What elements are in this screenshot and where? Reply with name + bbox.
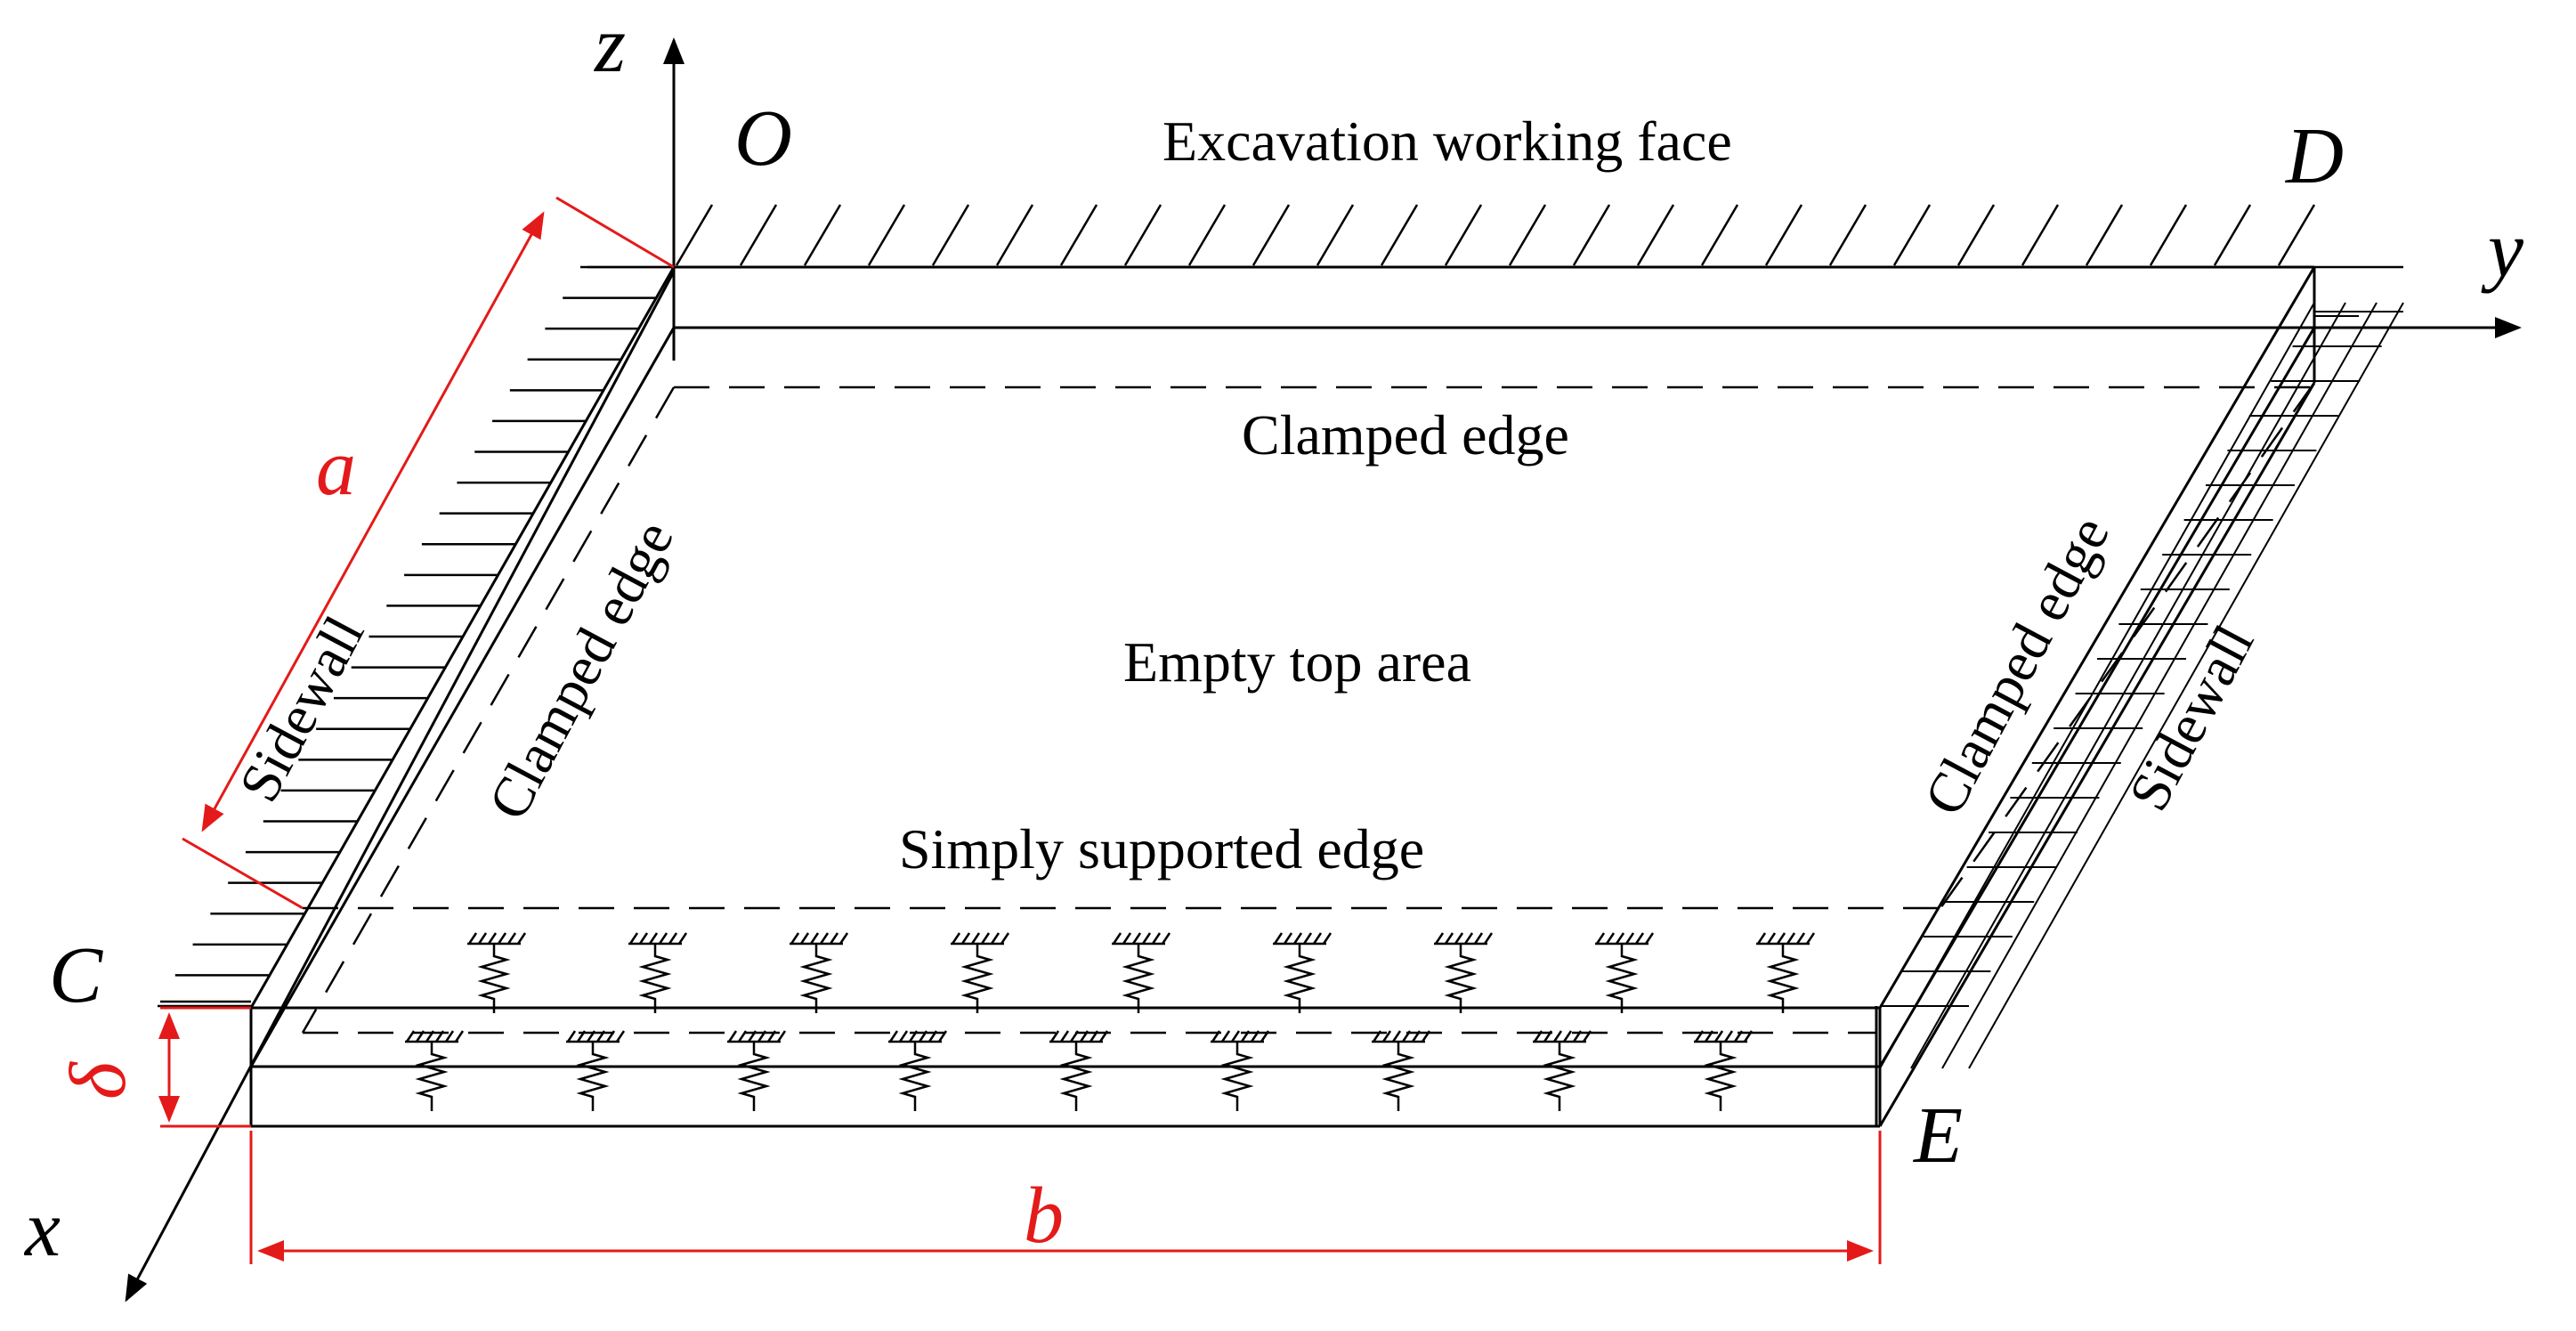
spring — [790, 932, 849, 1013]
top-hatch-tick — [1892, 204, 1932, 266]
point-label-e: E — [1912, 1092, 1963, 1180]
plate-body — [249, 265, 2316, 1128]
top-hatching — [587, 204, 2403, 269]
top-hatch-tick — [1700, 204, 1739, 266]
dimension-label-a: a — [316, 424, 356, 512]
top-hatch-tick — [867, 204, 906, 266]
top-hatch-tick — [1316, 204, 1355, 266]
x-axis — [125, 271, 676, 1303]
dimension-b — [249, 1131, 1882, 1264]
top-hatch-tick — [803, 204, 842, 266]
dimension-label-delta: δ — [54, 1060, 142, 1100]
spring — [405, 1030, 465, 1111]
spring — [1211, 1030, 1270, 1111]
label-empty-area: Empty top area — [1123, 630, 1471, 694]
spring — [888, 1030, 948, 1111]
spring — [566, 1030, 626, 1111]
dimension-label-b: b — [1024, 1172, 1064, 1260]
spring — [727, 1030, 787, 1111]
axis-label-z: z — [593, 1, 626, 89]
top-hatch-tick — [995, 204, 1034, 266]
top-hatch-tick — [1059, 204, 1098, 266]
spring — [1595, 932, 1655, 1013]
point-label-d: D — [2284, 112, 2344, 200]
top-hatch-tick — [931, 204, 970, 266]
top-hatch-tick — [1508, 204, 1547, 266]
top-hatch-tick — [1764, 204, 1803, 266]
spring — [1434, 932, 1494, 1013]
top-hatch-tick — [1252, 204, 1291, 266]
top-hatch-tick — [1828, 204, 1867, 266]
top-hatch-tick — [1956, 204, 1996, 266]
top-hatch-tick — [1636, 204, 1675, 266]
point-label-c: C — [49, 931, 103, 1019]
top-hatch-tick — [1444, 204, 1483, 266]
right-grid-line — [1941, 302, 2378, 1069]
right-grid-line — [1879, 302, 2315, 1069]
top-hatch-tick — [2277, 204, 2316, 266]
point-label-o: O — [734, 94, 792, 183]
dimension-a — [182, 196, 675, 910]
axis-label-x: x — [23, 1185, 61, 1273]
dashed-edges — [301, 382, 2316, 1035]
spring — [1273, 932, 1333, 1013]
spring — [1533, 1030, 1592, 1111]
spring — [1756, 932, 1816, 1013]
top-hatch-tick — [2149, 204, 2188, 266]
top-hatch-tick — [1123, 204, 1162, 266]
top-hatch-tick — [1187, 204, 1227, 266]
axis-label-y: y — [2481, 206, 2523, 294]
spring — [1694, 1030, 1754, 1111]
label-clamped-top: Clamped edge — [1242, 403, 1569, 467]
spring — [951, 932, 1010, 1013]
top-hatch-tick — [1572, 204, 1611, 266]
springs-row-upper — [467, 932, 1816, 1013]
top-hatch-tick — [739, 204, 778, 266]
top-hatch-tick — [1380, 204, 1419, 266]
top-hatch-tick — [2213, 204, 2252, 266]
label-sidewall-left: Sidewall — [227, 605, 377, 811]
right-grid-line — [1968, 302, 2404, 1069]
dimension-delta — [158, 1006, 251, 1128]
label-excavation-face: Excavation working face — [1162, 110, 1732, 173]
top-hatch-tick — [2085, 204, 2124, 266]
label-simply-supported: Simply supported edge — [899, 817, 1424, 881]
spring — [467, 932, 527, 1013]
label-sidewall-right: Sidewall — [2117, 614, 2266, 820]
top-hatch-tick — [2021, 204, 2060, 266]
spring — [1112, 932, 1171, 1013]
right-grid-line — [1910, 302, 2346, 1069]
right-sidewall-grid — [1879, 302, 2404, 1069]
spring — [628, 932, 688, 1013]
top-hatch-tick — [675, 204, 714, 266]
spring — [1049, 1030, 1109, 1111]
springs-row-lower — [405, 1030, 1754, 1111]
spring — [1372, 1030, 1431, 1111]
